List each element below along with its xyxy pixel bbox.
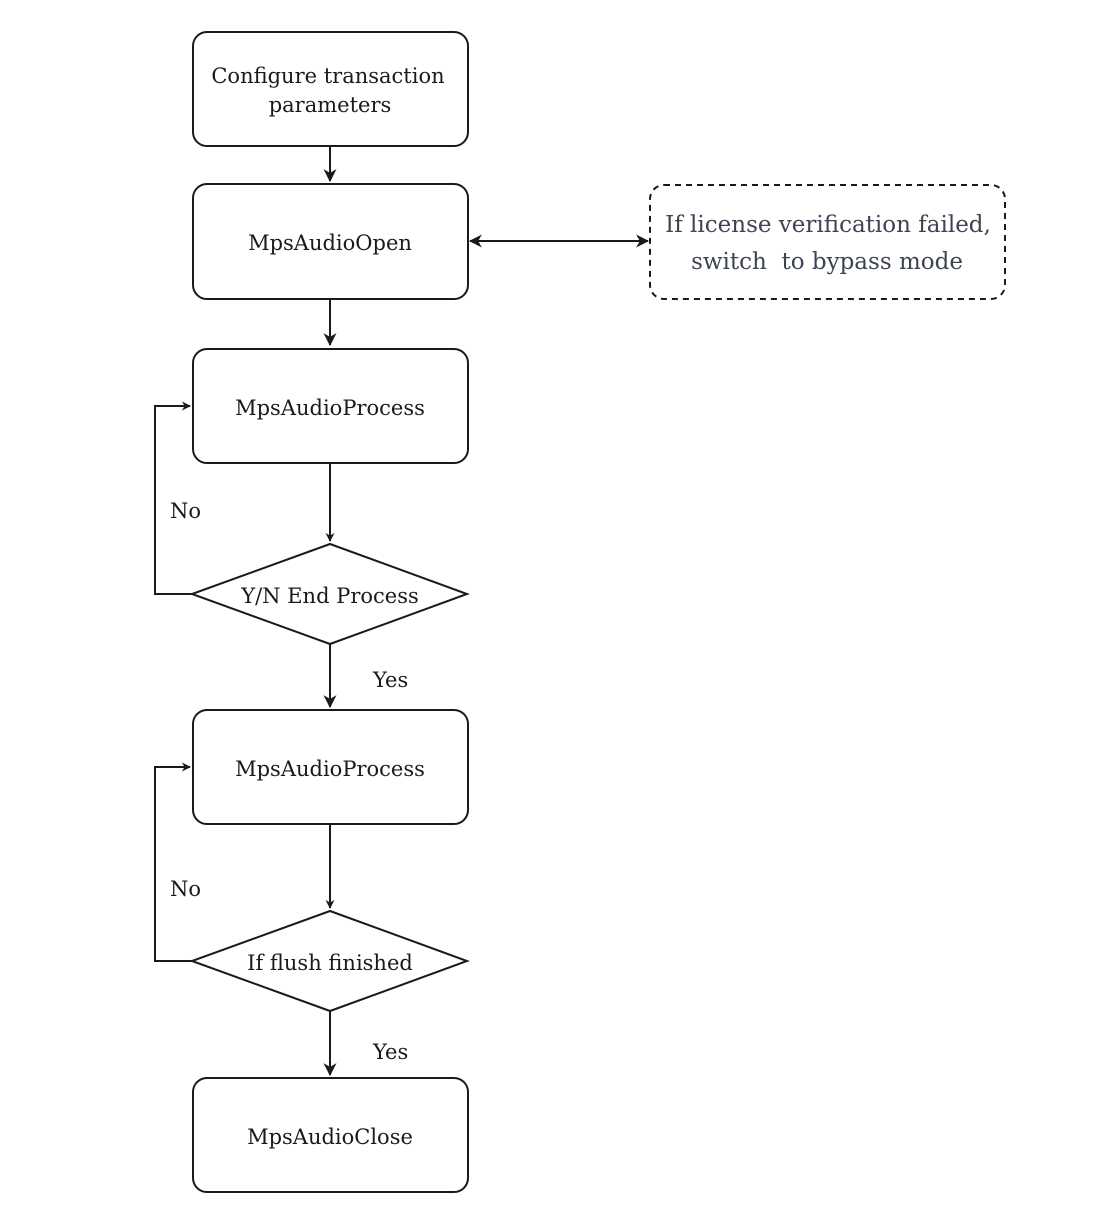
node-process-1: MpsAudioProcess: [192, 348, 469, 464]
node-open: MpsAudioOpen: [192, 183, 469, 300]
node-configure-line-2: parameters: [269, 93, 392, 117]
decision-end-process: Y/N End Process: [189, 542, 470, 646]
edge-label-yes-2: Yes: [372, 1040, 408, 1064]
node-process-2: MpsAudioProcess: [192, 709, 469, 825]
node-configure: Configure transaction parameters: [192, 31, 469, 147]
node-close-label: MpsAudioClose: [247, 1125, 413, 1149]
edge-label-no-1: No: [170, 499, 201, 523]
note-license: If license verification failed, switch t…: [649, 184, 1006, 300]
node-configure-line-1: Configure transaction: [211, 64, 444, 88]
edge-label-yes-1: Yes: [372, 668, 408, 692]
note-license-line-2: switch to bypass mode: [691, 249, 963, 275]
node-open-label: MpsAudioOpen: [248, 231, 412, 255]
node-close: MpsAudioClose: [192, 1077, 469, 1193]
edge-label-no-2: No: [170, 877, 201, 901]
edge-decision-end-no-loop: [154, 401, 192, 595]
node-process-2-label: MpsAudioProcess: [235, 757, 425, 781]
decision-end-process-label: Y/N End Process: [240, 584, 419, 608]
edges: [154, 146, 650, 1077]
decision-flush-finished: If flush finished: [189, 909, 470, 1013]
node-process-1-label: MpsAudioProcess: [235, 396, 425, 420]
note-license-line-1: If license verification failed,: [665, 212, 991, 238]
edge-decision-flush-no-loop: [154, 762, 192, 962]
decision-flush-finished-label: If flush finished: [247, 951, 413, 975]
